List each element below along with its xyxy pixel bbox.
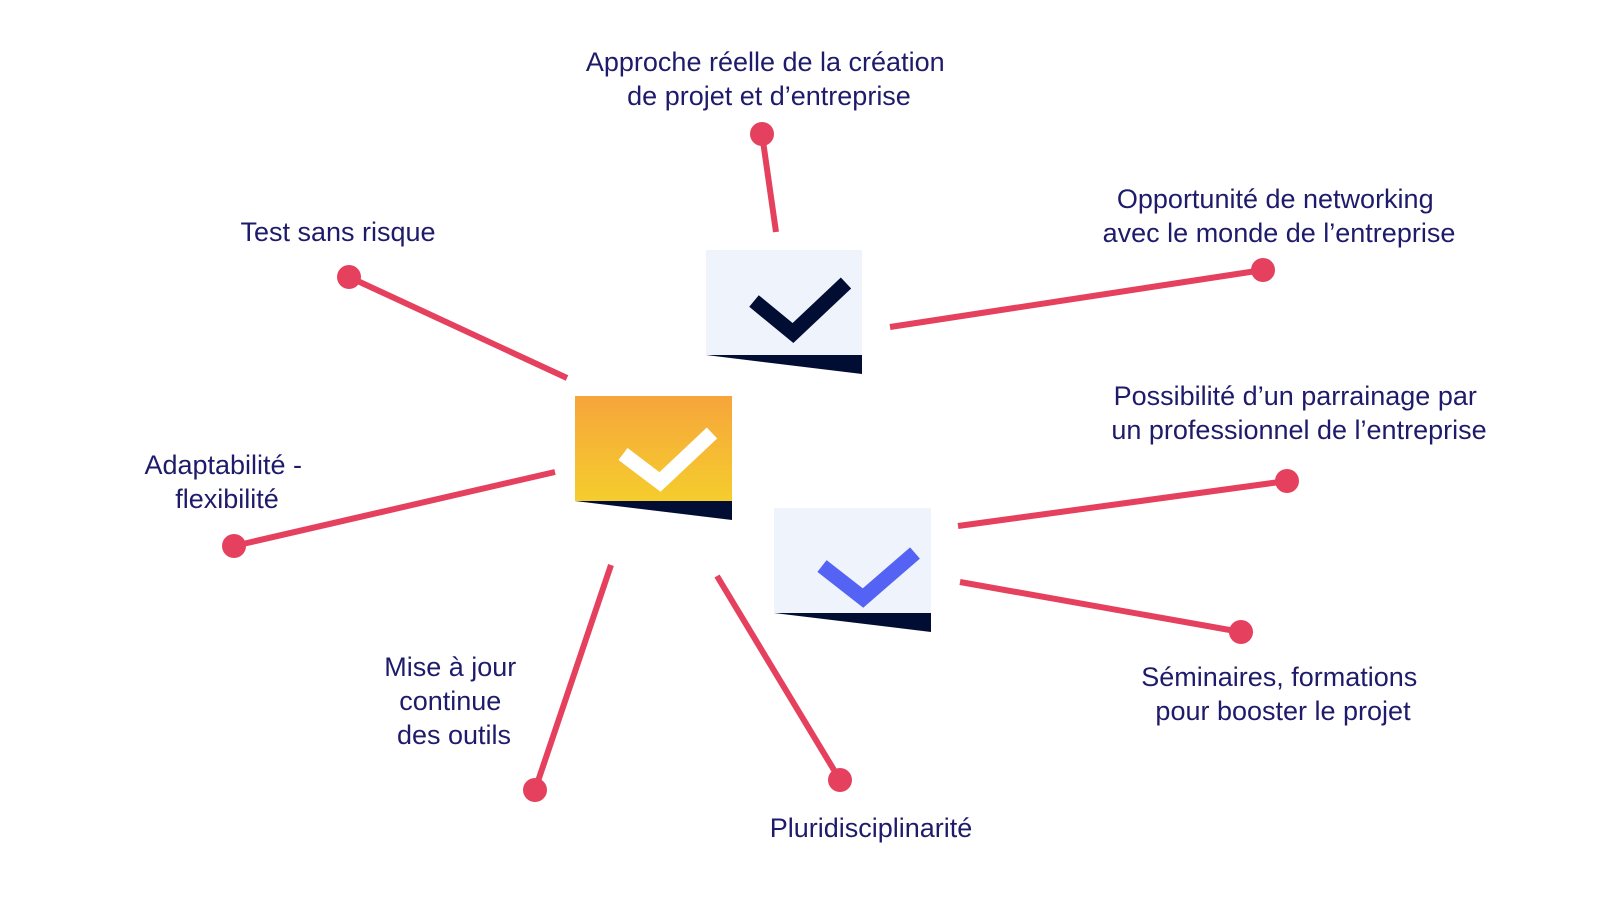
label-networking: Opportunité de networking avec le monde …: [1103, 184, 1456, 248]
connector-test: [337, 265, 569, 381]
check-icon: [749, 277, 852, 343]
connector-adaptabilite: [222, 469, 556, 558]
label-test-sans-risque: Test sans risque: [240, 217, 435, 247]
connector-approche: [750, 122, 779, 233]
label-parrainage: Possibilité d’un parrainage par un profe…: [1111, 381, 1486, 445]
label-mise-a-jour: Mise à jour continue des outils: [384, 652, 524, 750]
checkbox-card-dark: [706, 250, 862, 374]
connector-parrainage: [957, 469, 1299, 529]
connector-networking: [889, 258, 1275, 330]
connector-seminaires: [959, 579, 1253, 644]
check-icon: [817, 547, 920, 608]
connector-pluridisciplinarite: [714, 574, 852, 792]
checkbox-card-blue: [774, 508, 931, 632]
connector-mise-a-jour: [523, 564, 614, 802]
label-pluridisciplinarite: Pluridisciplinarité: [770, 813, 973, 843]
label-adaptabilite: Adaptabilité - flexibilité: [144, 450, 309, 514]
check-icon: [618, 427, 718, 492]
label-seminaires: Séminaires, formations pour booster le p…: [1141, 662, 1425, 726]
label-approche: Approche réelle de la création de projet…: [586, 47, 952, 111]
checkbox-card-orange: [575, 396, 732, 520]
